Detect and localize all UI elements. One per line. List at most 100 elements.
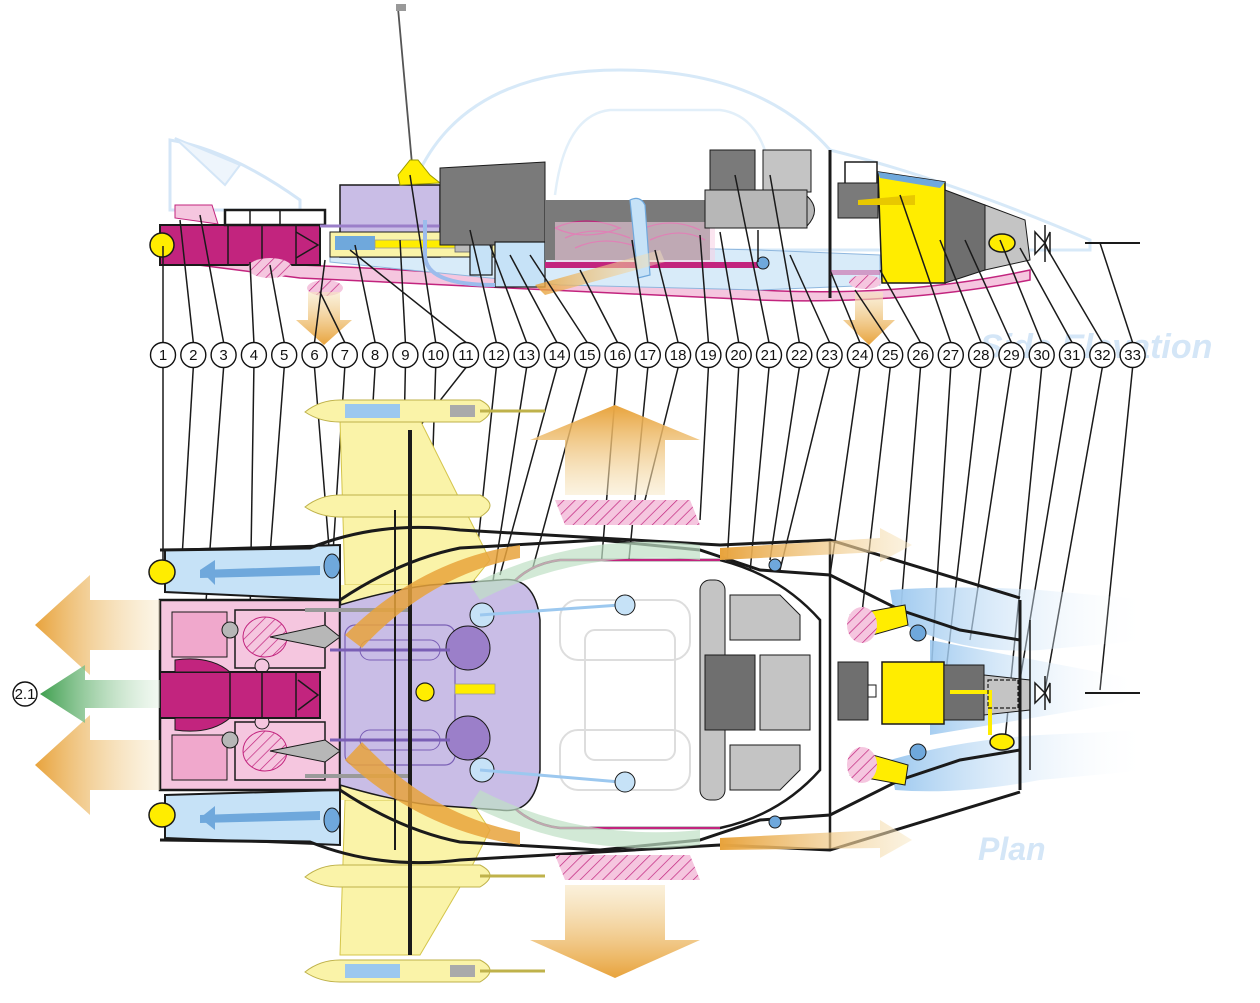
callout-number: 27 — [942, 347, 959, 364]
callout-19: 19 — [695, 341, 722, 369]
callout-circle — [1089, 341, 1116, 369]
callout-7: 7 — [331, 341, 358, 369]
plan-hull-inner-lower — [339, 748, 1021, 852]
plan-yellow-core — [415, 682, 435, 702]
leader-down-26 — [899, 367, 922, 621]
callout-number: 30 — [1033, 347, 1050, 364]
callout-circle — [634, 341, 661, 369]
side-antenna-flag — [396, 4, 406, 11]
callout-32: 32 — [1089, 341, 1116, 369]
callout-33: 33 — [1119, 341, 1146, 369]
callout-2-1-text: 2.1 — [15, 686, 36, 703]
callout-circle — [483, 341, 510, 369]
callout-number: 17 — [639, 347, 656, 364]
callout-number: 19 — [700, 347, 717, 364]
leader-up-12 — [469, 229, 498, 343]
callout-8: 8 — [361, 341, 389, 369]
callout-number: 22 — [791, 347, 808, 364]
leader-up-18 — [654, 249, 679, 343]
callout-circle — [574, 341, 601, 369]
side-rear-intake — [174, 204, 219, 225]
callout-circle — [846, 341, 874, 369]
callout-2-1: 2.1 — [12, 681, 38, 707]
leader-up-28 — [939, 239, 982, 343]
side-elevation-view: Side Elevation — [149, 4, 1212, 366]
callout-24: 24 — [846, 341, 874, 369]
leader-up-29 — [964, 239, 1013, 343]
leader-up-32 — [1044, 244, 1103, 343]
plan-exhaust-arrow-center — [40, 665, 160, 723]
side-ghost-fin — [174, 137, 242, 187]
callout-number: 6 — [310, 347, 318, 364]
callout-15: 15 — [574, 341, 601, 369]
leader-up-26 — [879, 269, 922, 343]
callout-17: 17 — [634, 341, 661, 369]
side-rear-light — [149, 232, 175, 258]
callout-circle — [271, 341, 298, 369]
callout-number: 26 — [912, 347, 929, 364]
leader-up-14 — [509, 254, 558, 343]
leader-up-4 — [249, 261, 255, 343]
callout-number: 15 — [579, 347, 596, 364]
callout-16: 16 — [604, 341, 631, 369]
callout-9: 9 — [392, 341, 419, 369]
callout-number: 23 — [821, 347, 838, 364]
callout-circle — [210, 341, 237, 369]
plan-flow-arrow-right-lower — [720, 820, 912, 858]
callout-29: 29 — [998, 341, 1025, 369]
callout-25: 25 — [877, 341, 904, 369]
callout-circle — [604, 341, 631, 369]
leader-down-22 — [769, 367, 801, 561]
plan-lift-arrow-up — [530, 405, 700, 495]
callout-2: 2 — [180, 341, 207, 369]
callout-circle — [331, 341, 358, 369]
callout-number: 13 — [518, 347, 535, 364]
callout-circle — [695, 341, 722, 369]
plan-label: Plan — [978, 831, 1046, 867]
callout-27: 27 — [937, 341, 964, 369]
callout-circle — [1119, 341, 1146, 369]
callout-number: 28 — [973, 347, 990, 364]
leader-up-3 — [199, 214, 225, 343]
plan-lift-arrow-down — [530, 885, 700, 978]
side-ghost-inner — [553, 108, 772, 196]
callout-number: 21 — [761, 347, 778, 364]
plan-panel-dark — [704, 654, 756, 731]
plan-view: Plan — [35, 399, 1150, 983]
callout-number: 32 — [1094, 347, 1111, 364]
callout-circle — [664, 341, 692, 369]
callout-circle — [361, 341, 389, 369]
callout-number: 11 — [458, 347, 474, 364]
callout-circle — [301, 341, 328, 369]
callout-number: 18 — [670, 347, 687, 364]
callout-21: 21 — [755, 341, 783, 369]
callout-3: 3 — [210, 341, 237, 369]
callout-circle — [786, 341, 813, 369]
callout-12: 12 — [483, 341, 510, 369]
callout-number: 10 — [427, 347, 444, 364]
callout-30: 30 — [1028, 341, 1055, 369]
plan-nose-yellow-block — [881, 661, 945, 725]
callout-circle — [967, 341, 995, 369]
leader-up-27 — [899, 194, 952, 343]
callout-circle — [513, 341, 540, 369]
callout-4: 4 — [240, 341, 268, 369]
callout-14: 14 — [543, 341, 571, 369]
callout-number: 3 — [219, 347, 227, 364]
leader-down-6 — [313, 367, 331, 561]
leader-up-13 — [489, 244, 528, 343]
callout-number: 20 — [730, 347, 747, 364]
callout-18: 18 — [664, 341, 692, 369]
callout-circle — [180, 341, 207, 369]
callout-31: 31 — [1058, 341, 1086, 369]
leader-up-33 — [1099, 242, 1134, 343]
callout-number: 16 — [609, 347, 626, 364]
callout-circle — [543, 341, 571, 369]
callout-circle — [907, 341, 934, 369]
callout-circle — [755, 341, 783, 369]
leader-down-19 — [699, 367, 710, 521]
plan-purple-sphere-lower — [445, 715, 491, 761]
side-dorsal-yellow — [397, 159, 442, 186]
callout-circle — [422, 341, 449, 369]
callout-22: 22 — [786, 341, 813, 369]
